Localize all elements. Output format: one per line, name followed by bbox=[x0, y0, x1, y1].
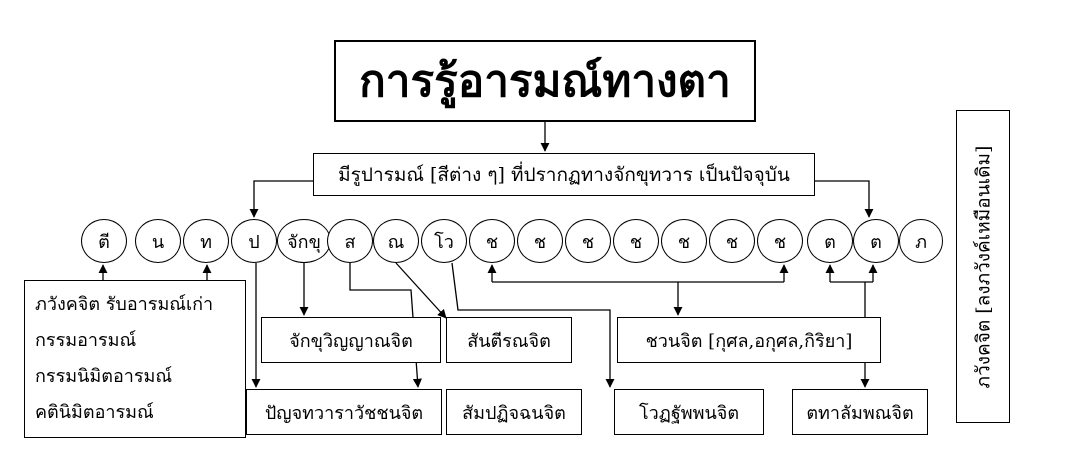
citta-node: ส bbox=[327, 219, 373, 263]
citta-node: ภ bbox=[899, 219, 943, 263]
pancadvaravajjana-box: ปัญจทวาราวัชชนจิต bbox=[246, 389, 442, 435]
citta-node: ช bbox=[469, 219, 515, 263]
citta-node: ช bbox=[661, 219, 707, 263]
bhavanga-return-label: ภวังคจิต [ลงภวังค์เหมือนเดิม] bbox=[972, 145, 995, 388]
citta-node: ท bbox=[183, 219, 229, 263]
citta-node: ช bbox=[757, 219, 803, 263]
javana-box: ชวนจิต [กุศล,อกุศล,กิริยา] bbox=[617, 317, 881, 363]
bhavanga-return-box: ภวังคจิต [ลงภวังค์เหมือนเดิม] bbox=[956, 110, 1010, 423]
old-object-box: ภวังคจิต รับอารมณ์เก่า กรรมอารมณ์ กรรมนิ… bbox=[24, 280, 246, 438]
cakkhu-vinnana-box: จักขุวิญญาณจิต bbox=[261, 317, 441, 363]
citta-node: ป bbox=[231, 219, 277, 263]
citta-node: ช bbox=[709, 219, 755, 263]
santirana-box: สันตีรณจิต bbox=[446, 317, 572, 363]
citta-node: ช bbox=[613, 219, 659, 263]
votthappana-box: โวฏฐัพพนจิต bbox=[614, 389, 764, 435]
vo-to-votthappana-arrow bbox=[451, 262, 615, 388]
citta-node: ต bbox=[807, 219, 853, 263]
old-object-line: กรรมอารมณ์ bbox=[35, 330, 137, 351]
citta-node: โว bbox=[421, 219, 467, 263]
tadalambana-box: ตทาลัมพณจิต bbox=[792, 389, 928, 435]
diagram-title: การรู้อารมณ์ทางตา bbox=[334, 40, 756, 122]
citta-node: จักขุ bbox=[277, 219, 331, 263]
citta-node: ณ bbox=[373, 219, 419, 263]
source-to-pancadvara-arrow bbox=[249, 180, 313, 218]
old-object-line: ภวังคจิต รับอารมณ์เก่า bbox=[35, 294, 214, 315]
old-object-line: คตินิมิตอารมณ์ bbox=[35, 402, 154, 423]
citta-node: ตี bbox=[81, 219, 127, 263]
na-to-santirana-arrow bbox=[395, 262, 447, 319]
sampaticchana-box: สัมปฏิจฉนจิต bbox=[446, 389, 582, 435]
source-to-tadalambana-arrow bbox=[815, 180, 874, 218]
citta-node: น bbox=[135, 219, 181, 263]
citta-node: ช bbox=[517, 219, 563, 263]
old-object-line: กรรมนิมิตอารมณ์ bbox=[35, 366, 173, 387]
citta-node: ช bbox=[565, 219, 611, 263]
citta-node: ต bbox=[853, 219, 899, 263]
source-object-box: มีรูปารมณ์ [สีต่าง ๆ] ที่ปรากฏทางจักขุทว… bbox=[313, 153, 815, 196]
